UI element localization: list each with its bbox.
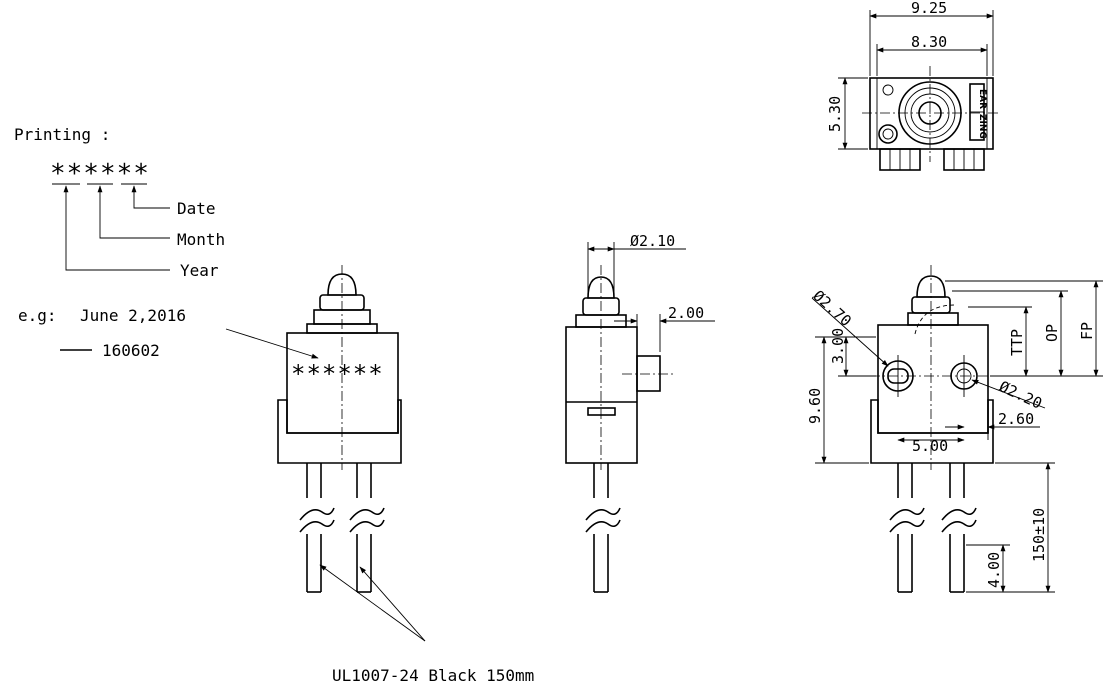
brand-bottom: ZING <box>977 114 987 139</box>
example-code: 160602 <box>102 341 160 360</box>
edge-offset-dim: 2.60 <box>998 410 1034 428</box>
height-dim: 5.30 <box>826 96 844 132</box>
fp-label: FP <box>1078 322 1096 340</box>
brand-top: EAR <box>977 89 987 109</box>
strip-length-dim: 4.00 <box>985 552 1003 588</box>
top-view: EAR ZING 9.25 8.30 5.30 <box>826 0 1000 171</box>
year-label: Year <box>180 261 219 280</box>
side-view: Ø2.10 2.00 <box>565 232 715 593</box>
height-dim-right: 9.60 <box>806 388 824 424</box>
example-prefix: e.g: <box>18 306 57 325</box>
front-marking: ****** <box>291 360 384 388</box>
example-date: June 2,2016 <box>80 306 186 325</box>
hole-small-dim: Ø2.20 <box>996 377 1045 412</box>
month-label: Month <box>177 230 225 249</box>
printing-code: ****** <box>50 159 150 189</box>
hole-offset-dim: 3.00 <box>829 328 847 364</box>
hole-large-dim: Ø2.70 <box>809 287 855 331</box>
date-label: Date <box>177 199 216 218</box>
wire-note: UL1007-24 Black 150mm <box>332 666 534 685</box>
width-outer-dim: 9.25 <box>911 0 947 17</box>
lead-length-dim: 150±10 <box>1030 508 1048 562</box>
front-view: ****** UL1007-24 Black 150mm <box>225 265 534 685</box>
printing-legend: Printing : ****** Date Month Year e.g: J… <box>14 125 225 360</box>
op-label: OP <box>1043 324 1061 342</box>
printing-title: Printing : <box>14 125 110 144</box>
pitch-dim: 5.00 <box>912 437 948 455</box>
width-inner-dim: 8.30 <box>911 33 947 51</box>
plunger-diameter-dim: Ø2.10 <box>630 232 675 250</box>
ttp-label: TTP <box>1008 329 1026 356</box>
right-view: Ø2.70 Ø2.20 3.00 9.60 2.60 5.00 TTP OP F… <box>806 265 1103 593</box>
offset-dim: 2.00 <box>668 304 704 322</box>
